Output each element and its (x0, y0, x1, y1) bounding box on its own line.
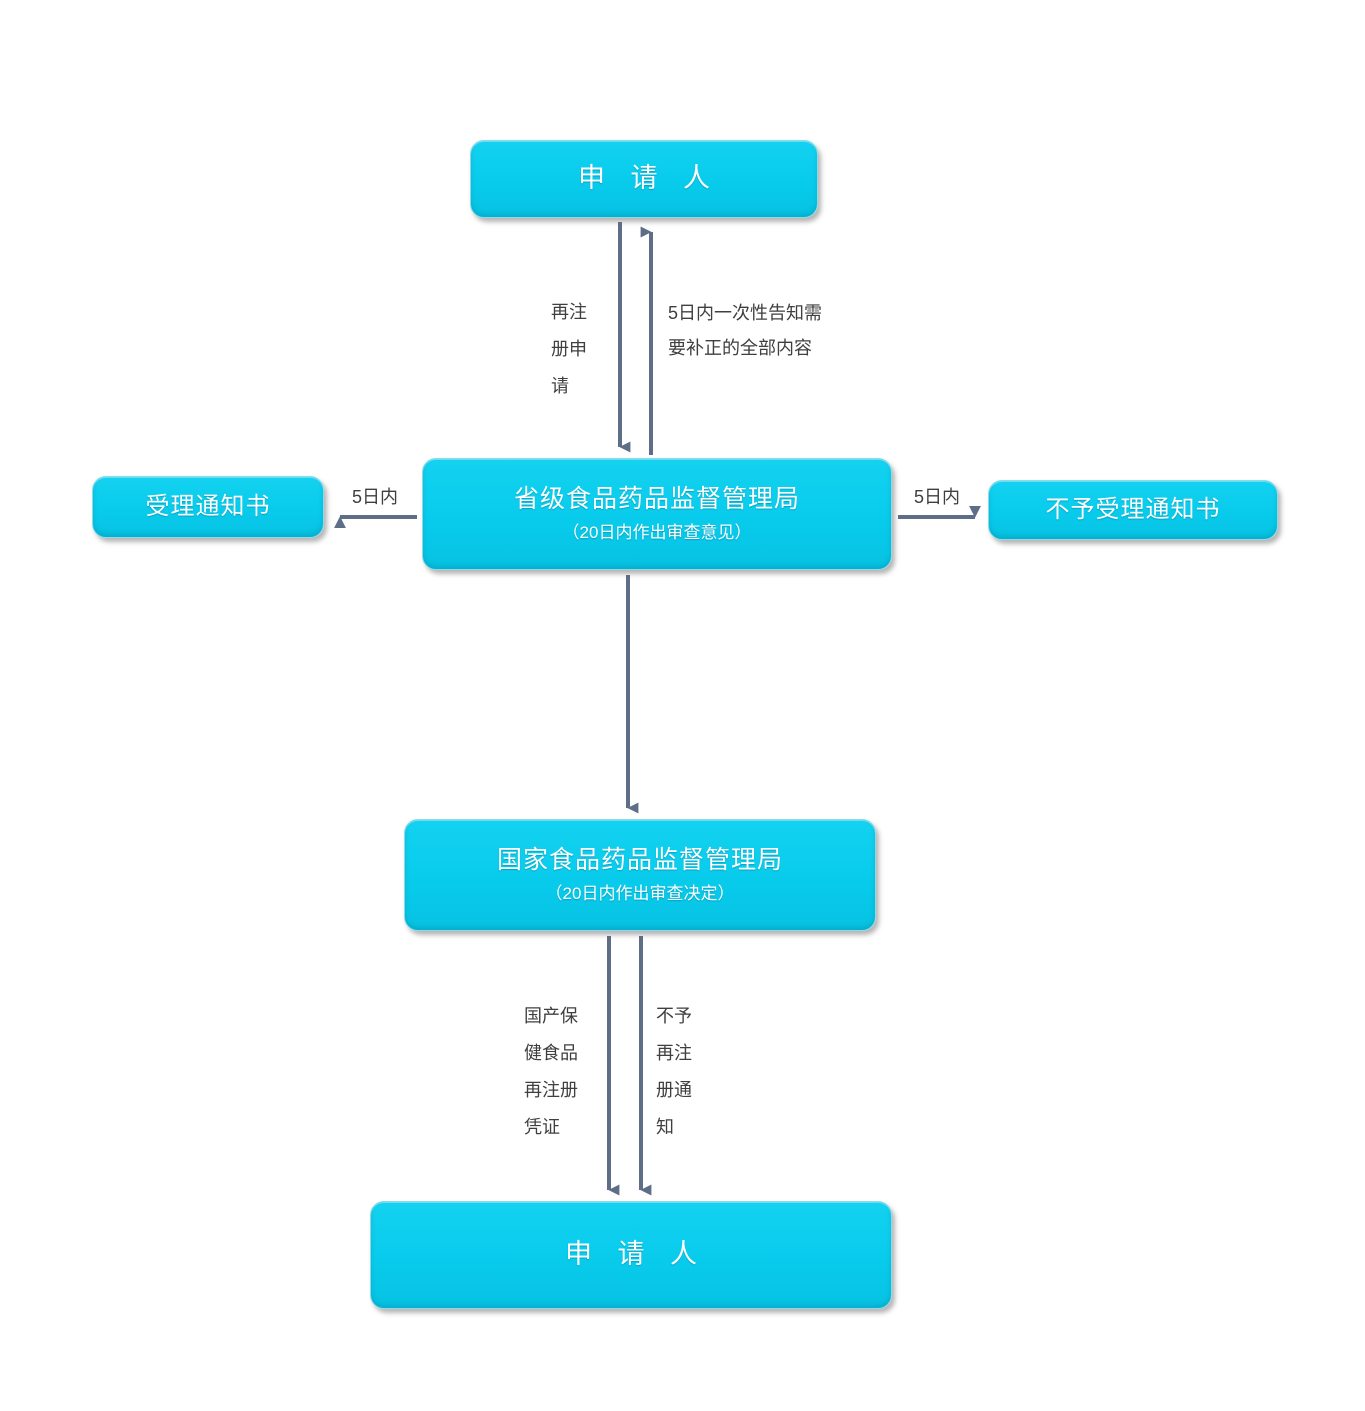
edge-label-accept-within: 5日内 (352, 487, 399, 507)
node-reject-notice-label: 不予受理通知书 (1045, 495, 1221, 523)
edge-label-reapply-request: 再注 册申 请 (551, 302, 587, 396)
edge-label-reject-within: 5日内 (914, 487, 961, 507)
node-national-bureau[interactable]: 国家食品药品监督管理局 （20日内作出审查决定） (404, 819, 876, 931)
node-national-bureau-sublabel: （20日内作出审查决定） (545, 884, 735, 904)
node-provincial-bureau-sublabel: （20日内作出审查意见） (562, 523, 752, 543)
node-provincial-bureau-label: 省级食品药品监督管理局 (513, 484, 800, 513)
node-applicant-bottom-label: 申 请 人 (564, 1239, 706, 1270)
edge-label-correction-notice: 5日内一次性告知需 要补正的全部内容 (668, 303, 823, 359)
node-accept-notice[interactable]: 受理通知书 (92, 476, 324, 538)
node-provincial-bureau[interactable]: 省级食品药品监督管理局 （20日内作出审查意见） (422, 458, 892, 570)
node-national-bureau-label: 国家食品药品监督管理局 (496, 845, 783, 874)
edge-label-domestic-certificate: 国产保 健食品 再注册 凭证 (524, 1006, 578, 1137)
edge-label-refusal-notice: 不予 再注 册通 知 (656, 1006, 692, 1137)
node-applicant-top[interactable]: 申 请 人 (470, 140, 818, 218)
node-applicant-bottom[interactable]: 申 请 人 (370, 1201, 892, 1309)
node-reject-notice[interactable]: 不予受理通知书 (988, 480, 1278, 540)
node-applicant-top-label: 申 请 人 (577, 163, 719, 194)
node-accept-notice-label: 受理通知书 (145, 492, 271, 520)
